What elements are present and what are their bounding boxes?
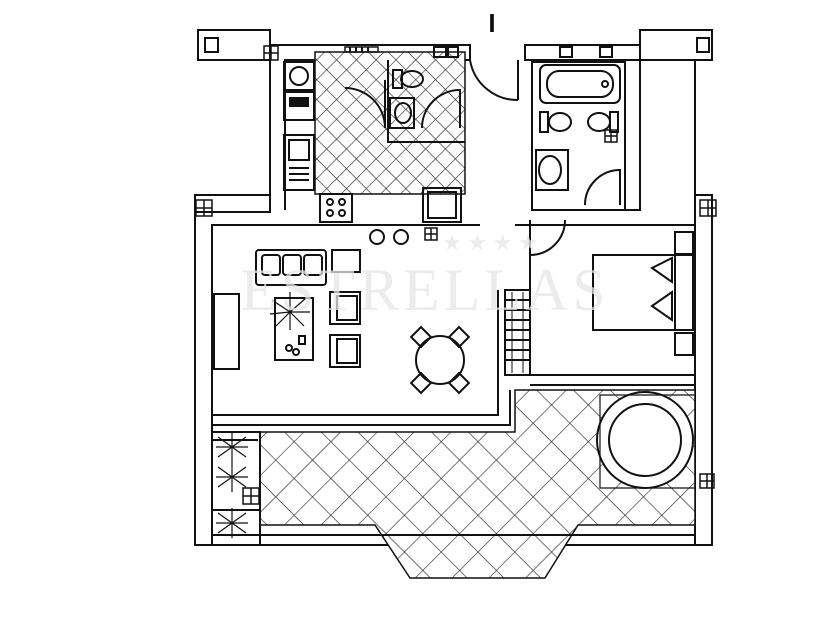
basin — [535, 149, 569, 191]
toilet — [539, 111, 549, 133]
entrance-marker: I — [488, 8, 495, 38]
wardrobe — [504, 289, 531, 376]
entrance-door — [469, 59, 519, 102]
tv-unit — [213, 293, 240, 370]
coffee-table — [274, 297, 314, 361]
nightstand — [674, 332, 694, 356]
oven — [422, 187, 462, 223]
terrace — [211, 389, 696, 579]
bar-stool — [369, 229, 385, 245]
watermark-stars: ★ ★ ★ ★ — [442, 230, 537, 255]
bar-stool — [393, 229, 409, 245]
bathtub — [539, 64, 621, 104]
plant — [269, 292, 310, 330]
dining-set — [409, 325, 471, 395]
fridge — [283, 91, 315, 121]
guest-bathroom — [387, 46, 465, 143]
washer — [283, 61, 315, 91]
armchair — [329, 291, 361, 325]
kitchen — [283, 46, 470, 245]
dining-table — [415, 335, 465, 385]
bath-door — [584, 168, 621, 206]
nightstand — [674, 231, 694, 255]
jacuzzi — [596, 391, 694, 489]
main-bathroom — [529, 46, 626, 256]
bath-door — [421, 88, 461, 129]
hob — [319, 193, 353, 223]
armchair — [329, 334, 361, 368]
basin — [389, 97, 415, 129]
palm-plant — [216, 432, 248, 462]
palm-plant — [216, 508, 248, 538]
watermark: ★ ★ ★ ★ ESTRELLAS — [240, 230, 609, 323]
toilet — [392, 69, 403, 89]
hall-door — [529, 219, 566, 256]
side-table — [331, 249, 361, 273]
kitchen-sink — [283, 134, 315, 191]
sofa — [255, 249, 327, 286]
bidet — [609, 111, 619, 133]
watermark-name: ESTRELLAS — [240, 257, 609, 323]
terrace-tile-floor — [259, 389, 696, 579]
bedroom — [504, 225, 694, 376]
living-room — [213, 249, 471, 395]
palm-plant — [216, 462, 248, 492]
